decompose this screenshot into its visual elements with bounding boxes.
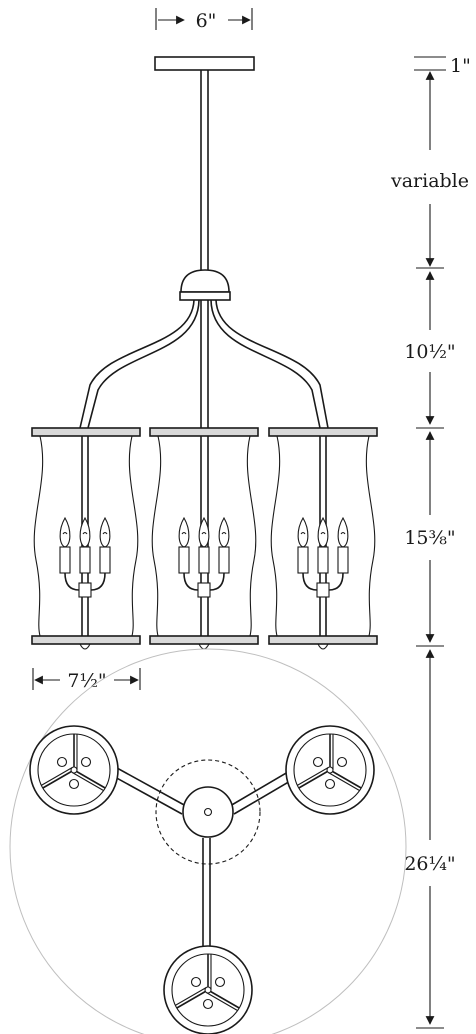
shade-ring-top [163, 945, 253, 1034]
shade-width-dimension: 7½" [32, 668, 141, 692]
shade-width-label: 7½" [67, 670, 106, 692]
canopy-width-label: 6" [196, 10, 217, 32]
chain-length-label: variable [390, 170, 469, 192]
arms-height-label: 10½" [404, 341, 455, 363]
candle-sleeve [59, 546, 71, 574]
shade-height-label: 15⅜" [404, 527, 455, 549]
bulb-top-icon [214, 976, 226, 988]
bulb-top-icon [190, 976, 202, 988]
bulb-top-icon [324, 778, 336, 790]
candle-sleeve [198, 546, 210, 574]
canopy-height-label: 1" [450, 55, 471, 77]
hub-dome [179, 269, 231, 301]
top-plan-view [9, 648, 407, 1034]
bulb-top-icon [80, 756, 92, 768]
candle-cluster [59, 516, 111, 598]
candle-sleeve [178, 546, 190, 574]
bulb-top-icon [68, 778, 80, 790]
candle-clusters [59, 516, 349, 598]
shade-ring-top [285, 725, 375, 815]
canopy [154, 56, 255, 71]
candle-sleeve [79, 546, 91, 574]
candle-sleeve [99, 546, 111, 574]
overall-diameter-guide-circle [9, 648, 407, 1034]
candle-cluster [178, 516, 230, 598]
overall-diameter-label: 26¼" [404, 853, 455, 875]
arms [79, 299, 329, 429]
downrod [200, 70, 209, 272]
canopy-width-dimension: 6" [155, 8, 253, 32]
shade-ring-top [29, 725, 119, 815]
bulb-top-icon [312, 756, 324, 768]
canopy-guide-circle [155, 759, 261, 865]
bulb-top-icon [202, 998, 214, 1010]
candle-sleeve [218, 546, 230, 574]
bulb-top-icon [336, 756, 348, 768]
bulb-top-icon [56, 756, 68, 768]
candle-cluster [297, 516, 349, 598]
candle-sleeve [317, 546, 329, 574]
candle-sleeve [337, 546, 349, 574]
vertical-dimensions: 1" variable 10½" 15⅜" 26¼" [390, 55, 471, 1029]
candle-sleeve [297, 546, 309, 574]
